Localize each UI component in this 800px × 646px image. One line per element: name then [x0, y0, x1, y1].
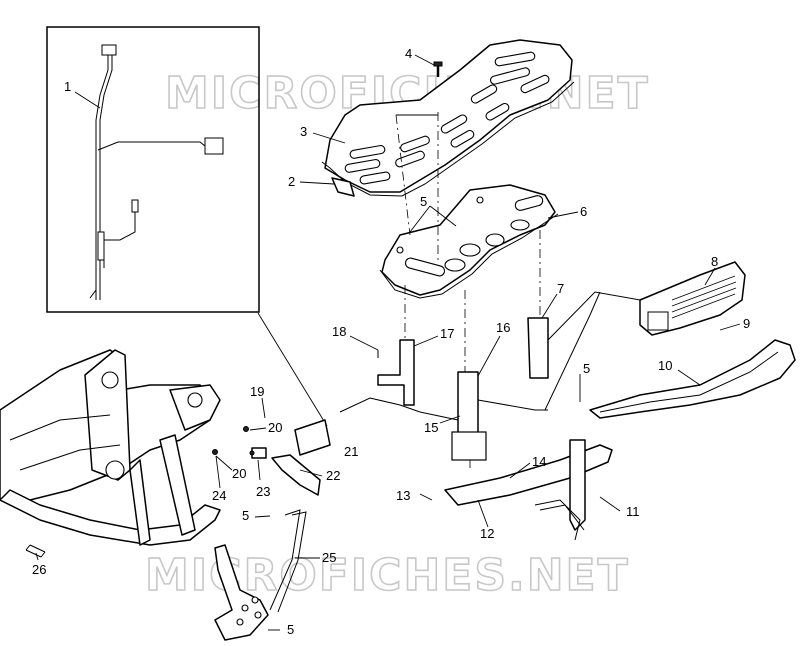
callout-3: 3	[300, 124, 307, 139]
callout-18: 18	[332, 324, 346, 339]
callout-8: 8	[711, 254, 718, 269]
callout-7: 7	[557, 281, 564, 296]
front-bumper	[589, 339, 796, 419]
callout-23: 23	[256, 484, 270, 499]
callout-21: 21	[344, 444, 358, 459]
harness-inset	[46, 26, 260, 313]
callout-13: 13	[396, 488, 410, 503]
callout-24: 24	[212, 488, 226, 503]
front-crossbar	[444, 439, 613, 541]
callout-22: 22	[326, 468, 340, 483]
callout-14: 14	[532, 454, 546, 469]
rack-base-plate	[379, 184, 559, 299]
callout-9: 9	[743, 316, 750, 331]
support-brackets	[377, 317, 549, 461]
callout-17: 17	[440, 326, 454, 341]
callout-11: 11	[626, 504, 640, 519]
callout-20-bottom: 20	[232, 466, 246, 481]
callout-12: 12	[480, 526, 494, 541]
callout-20-top: 20	[268, 420, 282, 435]
callout-5-bottom: 5	[287, 622, 294, 637]
callout-5-right: 5	[583, 361, 590, 376]
callout-5-top: 5	[420, 194, 427, 209]
callout-6: 6	[580, 204, 587, 219]
callout-4: 4	[405, 46, 412, 61]
small-parts	[212, 419, 331, 496]
rack-top-plate	[321, 39, 575, 197]
leader-lines	[35, 54, 741, 631]
callout-16: 16	[496, 320, 510, 335]
callout-15: 15	[424, 420, 438, 435]
vehicle-frame	[0, 349, 221, 558]
bolt-4	[433, 61, 443, 77]
skid-plate	[214, 509, 307, 641]
grille	[639, 261, 746, 336]
callout-5-mid: 5	[242, 508, 249, 523]
callout-26: 26	[32, 562, 46, 577]
callout-19: 19	[250, 384, 264, 399]
callout-25: 25	[322, 550, 336, 565]
callout-10: 10	[658, 358, 672, 373]
callout-1: 1	[64, 79, 71, 94]
callout-2: 2	[288, 174, 295, 189]
